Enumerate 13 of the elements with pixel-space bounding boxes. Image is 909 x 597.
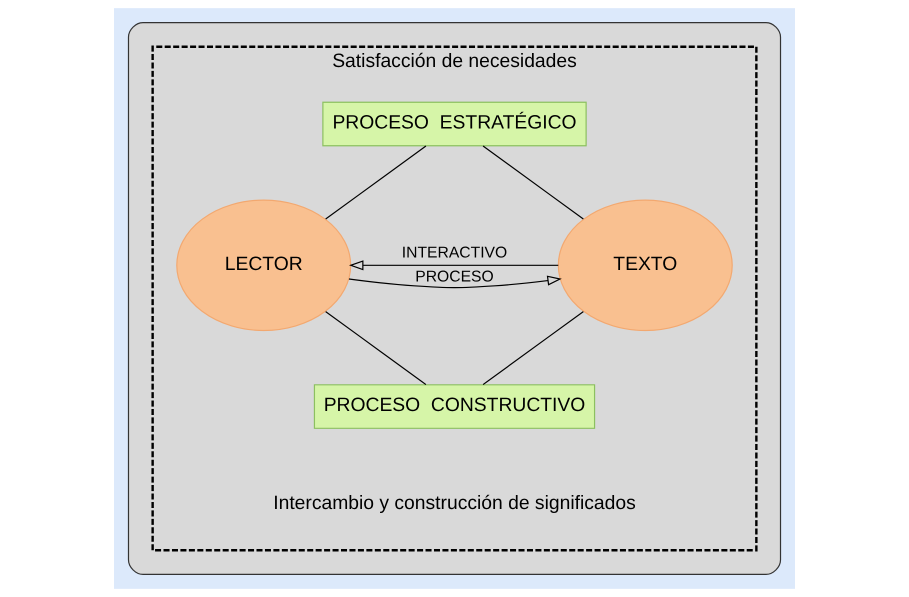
arrow	[348, 260, 558, 270]
edge-label: PROCESO	[415, 268, 494, 286]
connector	[482, 146, 584, 220]
connector	[325, 311, 426, 386]
node-ellipse: TEXTO	[558, 200, 733, 332]
cluster	[128, 22, 782, 575]
connector	[482, 311, 584, 386]
node-box: PROCESO ESTRATÉGICO	[322, 102, 587, 146]
node-box: PROCESO CONSTRUCTIVO	[314, 384, 596, 429]
node-ellipse: LECTOR	[176, 200, 352, 332]
arrow	[348, 276, 562, 288]
connector	[325, 146, 426, 220]
edge-label: INTERACTIVO	[402, 244, 508, 262]
